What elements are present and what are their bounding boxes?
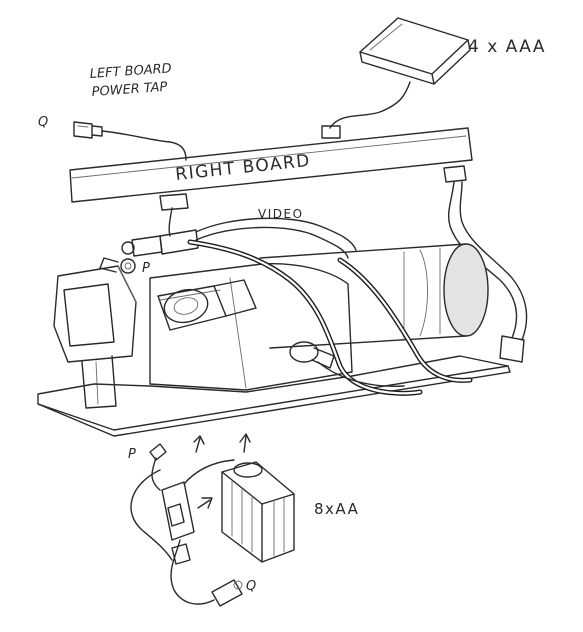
left-board-label-line2: POWER TAP <box>91 80 168 100</box>
right-board-label: RIGHT BOARD <box>174 151 311 185</box>
connector-q-top <box>73 121 103 139</box>
connector-p-top <box>99 257 136 274</box>
connector-q-top-label: Q <box>38 115 48 130</box>
video-cable-b <box>195 226 349 259</box>
connector-p-bottom <box>149 443 167 461</box>
thick-cable-inner <box>187 239 423 396</box>
insertion-arrows <box>193 433 251 509</box>
board-to-splitter-cable <box>168 207 173 237</box>
right-board-right-connector <box>443 165 467 183</box>
cable-plug-to-body <box>317 361 405 387</box>
thick-cable-outer-core <box>338 258 472 382</box>
cable-junction-to-8aa <box>183 459 235 485</box>
cable-right-board-down-2 <box>459 181 528 341</box>
thick-cable-inner-core <box>188 240 422 395</box>
right-board-left-connector <box>159 193 189 211</box>
connector-q-bottom-label: Q <box>246 579 256 594</box>
battery-pack-8aa <box>221 461 295 563</box>
lower-cable-plug <box>171 543 191 565</box>
cable-loop-left <box>130 469 173 561</box>
scope-tube <box>259 243 489 349</box>
connector-p-bottom-label: P <box>128 447 136 462</box>
battery-8aa-label: 8xAA <box>314 500 359 518</box>
cable-q-to-left-tap <box>101 130 187 161</box>
cable-junction-box <box>161 481 195 541</box>
video-y-splitter <box>121 229 199 257</box>
base-plate <box>37 355 511 437</box>
right-board-top-connector <box>321 125 341 139</box>
eyepiece <box>157 279 257 331</box>
left-board-label-line1: LEFT BOARD <box>89 61 172 82</box>
battery-pack-4aaa <box>359 17 471 85</box>
battery-4aaa-label: 4 x AAA <box>468 37 546 57</box>
video-cable-a <box>195 217 357 251</box>
camera-housing <box>149 262 353 391</box>
right-board <box>69 127 473 203</box>
right-hanging-plug <box>499 335 525 363</box>
connector-q-bottom <box>211 579 243 607</box>
connector-p-top-label: P <box>142 261 150 276</box>
cable-junction-to-q <box>170 539 215 605</box>
cable-4aaa-to-right-board <box>329 81 411 129</box>
video-label: VIDEO <box>258 207 304 221</box>
lcd-monitor <box>53 265 137 409</box>
